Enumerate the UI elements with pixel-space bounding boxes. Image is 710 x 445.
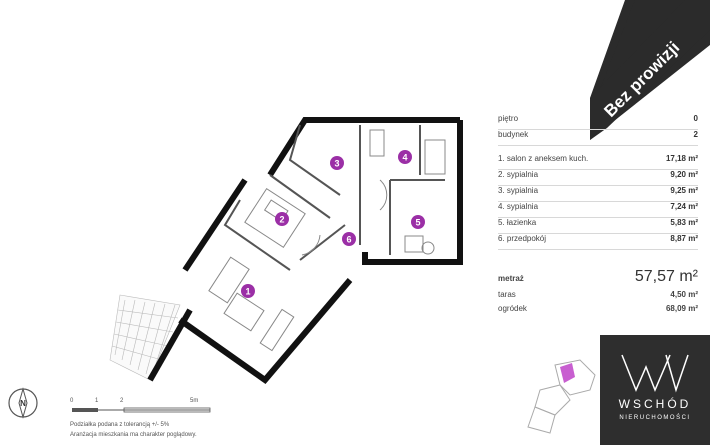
scale-tick: 5m: [190, 398, 199, 404]
room-area: 5,83 m²: [670, 218, 698, 227]
room-marker-5: 5: [415, 218, 420, 228]
brand-subtitle: NIERUCHOMOŚCI: [619, 415, 691, 421]
room-row: 4. sypialnia 7,24 m²: [498, 202, 698, 218]
room-label: 3. sypialnia: [498, 186, 539, 195]
unit-highlight: [560, 363, 575, 383]
room-area: 9,25 m²: [670, 186, 698, 195]
brand-name: WSCHÓD: [618, 397, 692, 411]
room-label: 4. sypialnia: [498, 202, 539, 211]
furniture: [208, 129, 446, 352]
tolerance-note: Podziałka podana z tolerancją +/- 5%: [70, 422, 170, 428]
room-area: 7,24 m²: [670, 202, 698, 211]
room-row: 3. sypialnia 9,25 m²: [498, 186, 698, 202]
garden-value: 68,09 m²: [665, 304, 698, 313]
building-value: 2: [693, 130, 698, 139]
room-area: 17,18 m²: [665, 154, 698, 163]
room-row: 2. sypialnia 9,20 m²: [498, 170, 698, 186]
room-marker-6: 6: [346, 235, 351, 245]
room-row: 1. salon z aneksem kuch. 17,18 m²: [498, 154, 698, 170]
floor-plan: 1 2 3 4 5 6: [109, 117, 463, 385]
terrace-value: 4,50 m²: [670, 290, 698, 299]
room-marker-1: 1: [245, 287, 250, 297]
outer-walls: [147, 117, 463, 385]
total-area-value: 57,57 m²: [634, 268, 698, 285]
room-label: 1. salon z aneksem kuch.: [498, 154, 589, 163]
room-marker-2: 2: [279, 215, 284, 225]
scale-tick: 1: [95, 398, 99, 404]
garden-label: ogródek: [498, 304, 527, 313]
building-row: budynek 2: [498, 130, 698, 146]
garden-row: ogródek 68,09 m²: [498, 304, 698, 318]
plan-notes: Podziałka podana z tolerancją +/- 5% Ara…: [70, 420, 197, 440]
room-label: 2. sypialnia: [498, 170, 539, 179]
building-label: budynek: [498, 130, 529, 139]
apartment-details: piętro 0 budynek 2 1. salon z aneksem ku…: [498, 114, 698, 318]
interior-walls: [223, 124, 445, 271]
scale-bar: [72, 407, 211, 413]
building-minimap: [527, 359, 596, 434]
room-row: 6. przedpokój 8,87 m²: [498, 234, 698, 250]
floor-label: piętro: [498, 114, 519, 123]
scale-tick: 0: [70, 398, 74, 404]
scale-tick: 2: [120, 398, 124, 404]
terrace-hatch: [109, 294, 181, 381]
room-marker-3: 3: [334, 159, 339, 169]
terrace-label: taras: [498, 290, 516, 299]
room-area: 9,20 m²: [670, 170, 698, 179]
brand-logo: WSCHÓD NIERUCHOMOŚCI: [600, 335, 710, 445]
room-area: 8,87 m²: [670, 234, 698, 243]
compass-letter: N: [20, 399, 26, 408]
floor-row: piętro 0: [498, 114, 698, 130]
arrangement-note: Aranżacja mieszkania ma charakter pogląd…: [70, 432, 197, 438]
room-label: 6. przedpokój: [498, 234, 547, 243]
no-commission-badge: Bez prowizji: [535, 0, 710, 175]
room-markers: 1 2 3 4 5 6: [241, 150, 425, 298]
total-area-row: metraż 57,57 m²: [498, 268, 698, 290]
terrace-row: taras 4,50 m²: [498, 290, 698, 304]
room-row: 5. łazienka 5,83 m²: [498, 218, 698, 234]
floor-value: 0: [693, 114, 698, 123]
total-area-label: metraż: [498, 274, 524, 283]
room-marker-4: 4: [402, 153, 407, 163]
compass-icon: N: [8, 387, 38, 419]
room-label: 5. łazienka: [498, 218, 537, 227]
w-logo-icon: [621, 354, 689, 393]
